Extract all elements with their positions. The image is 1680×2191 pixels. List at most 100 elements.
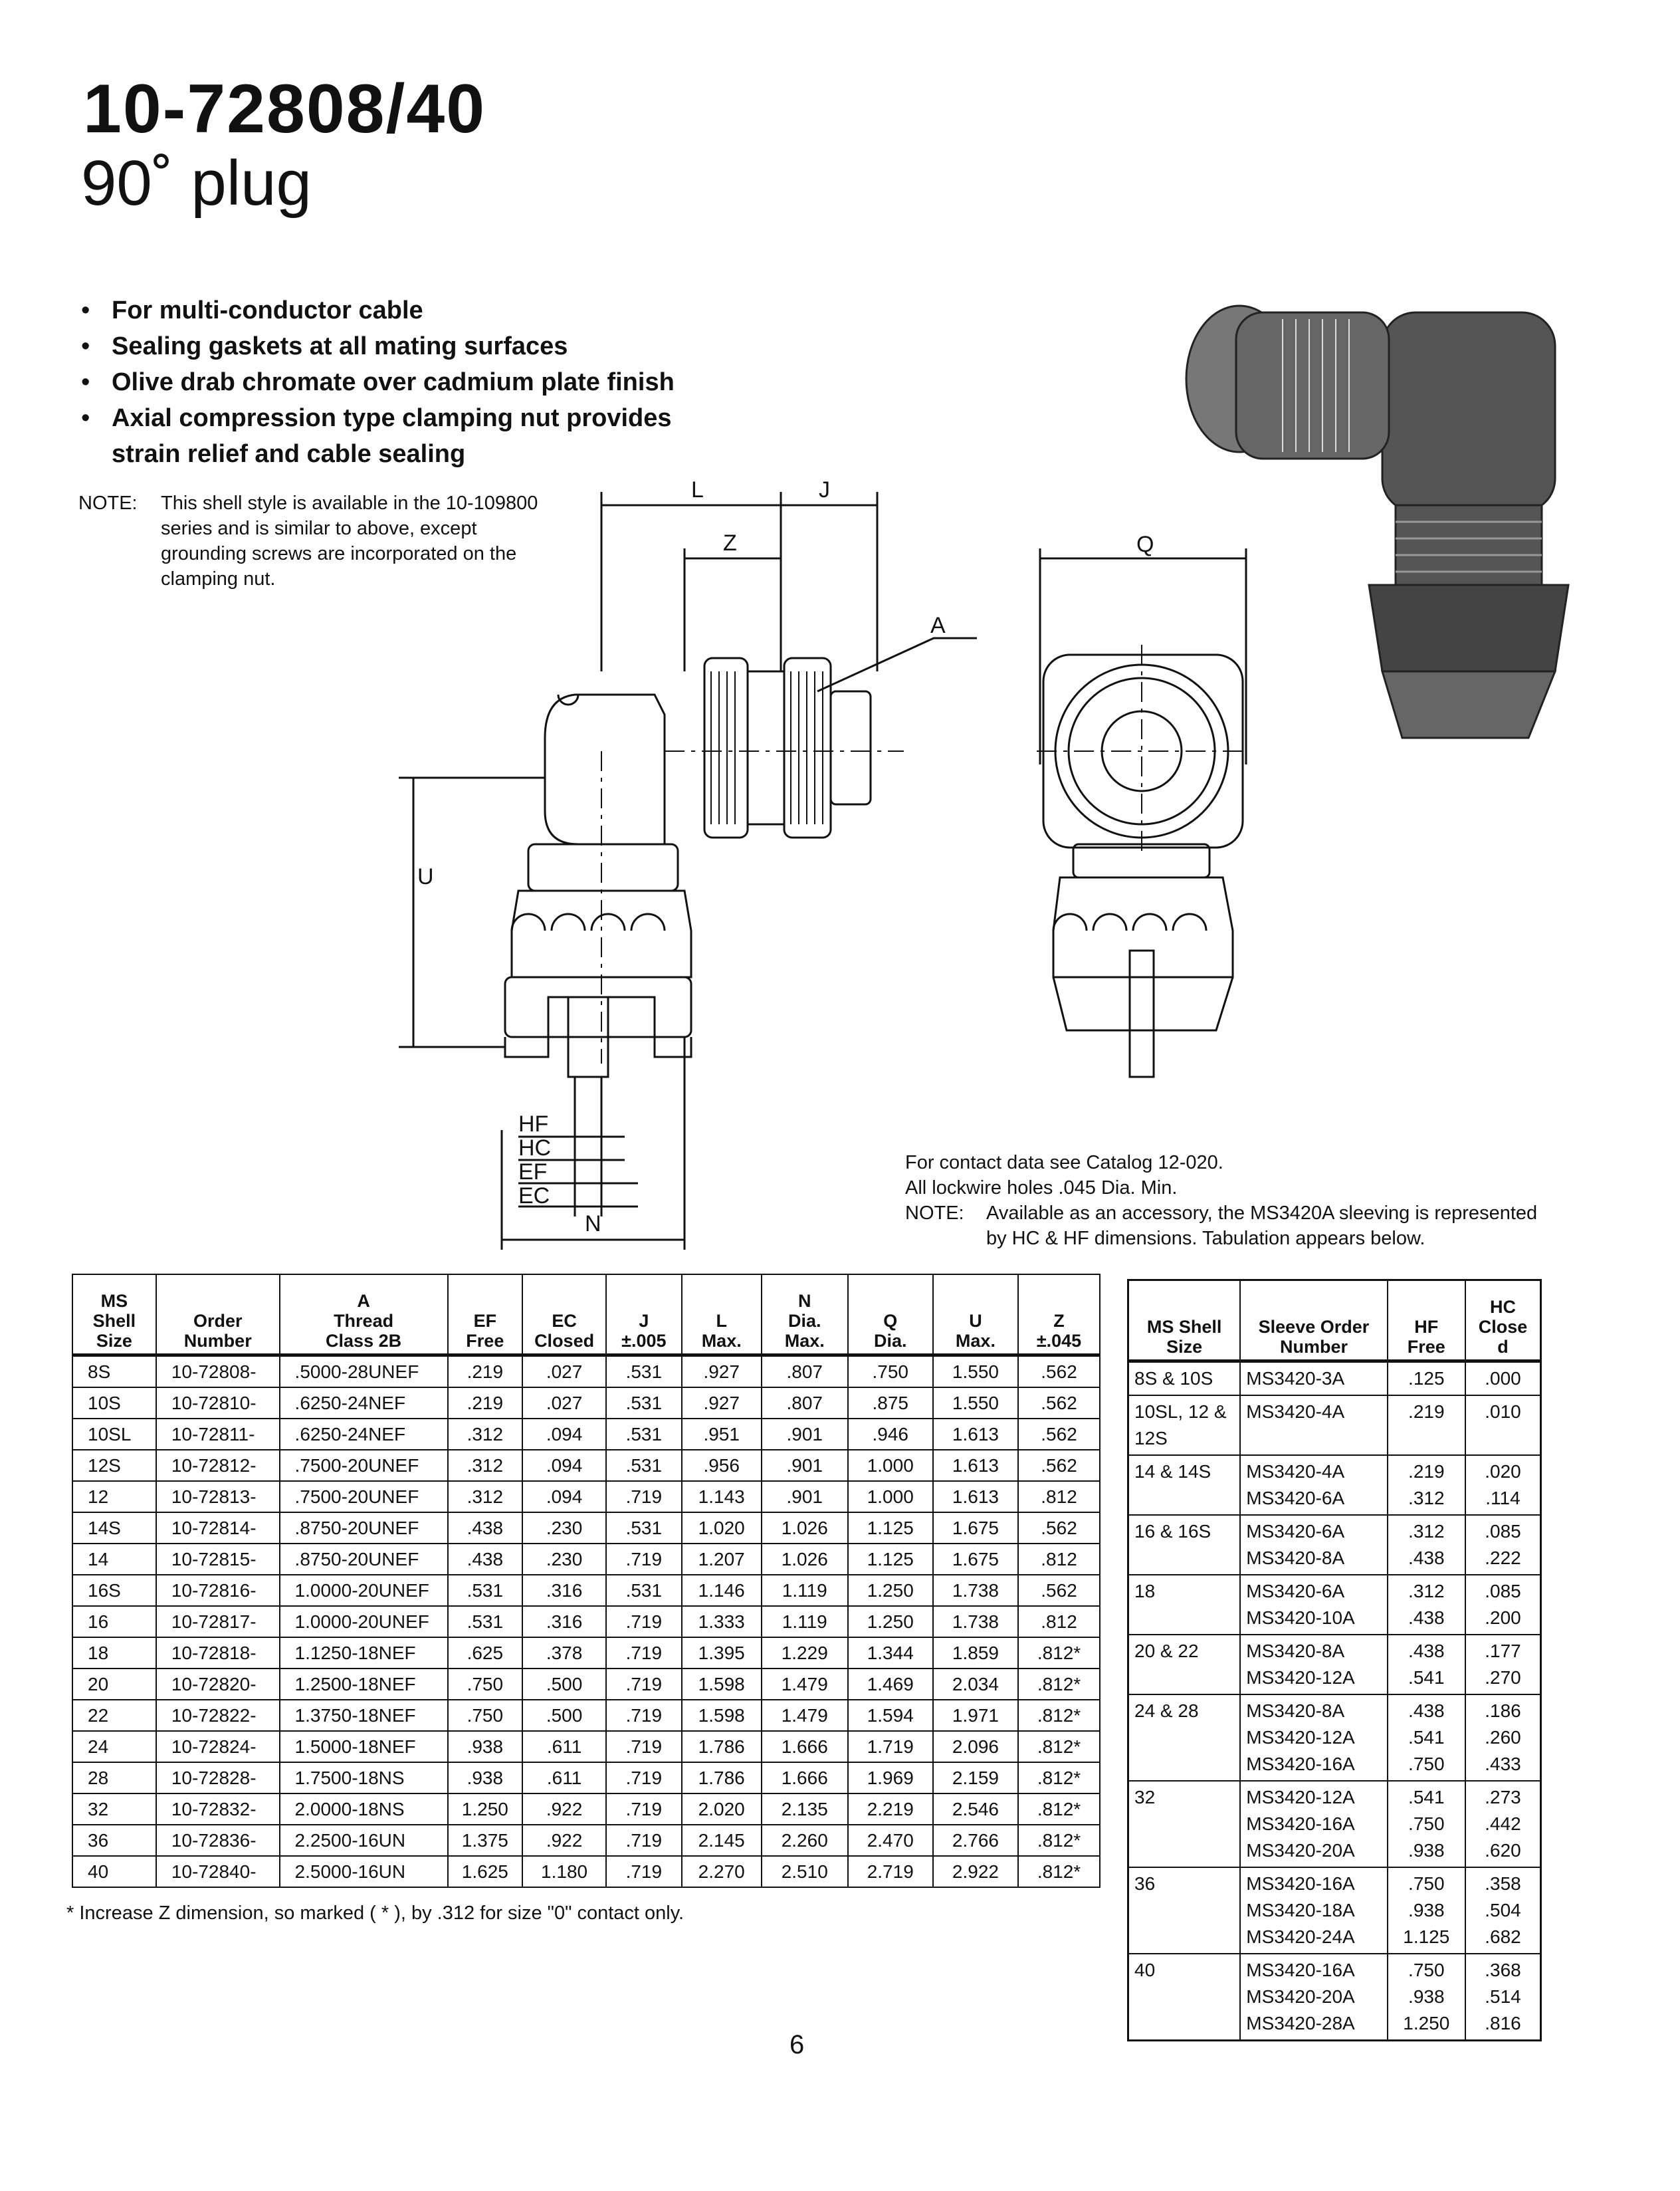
table-cell: .7500-20UNEF: [278, 1449, 449, 1482]
cell-line: MS3420-6A: [1246, 1521, 1345, 1542]
table-cell: .531: [605, 1449, 682, 1482]
table-cell: 1.598: [681, 1699, 762, 1732]
shell-size-cell: 18: [1127, 1574, 1241, 1635]
hc-cell: .085.200: [1464, 1574, 1542, 1635]
cell-line: .114: [1485, 1488, 1521, 1508]
table-cell: 1.550: [932, 1387, 1019, 1419]
hf-cell: .219: [1386, 1395, 1466, 1456]
cell-line: .312: [1408, 1521, 1445, 1542]
table-cell: .812*: [1017, 1824, 1101, 1857]
table-cell: .531: [605, 1354, 682, 1388]
page-number: 6: [789, 2030, 805, 2059]
cell-line: .020: [1485, 1461, 1521, 1482]
cell-line: MS3420-4A: [1246, 1401, 1345, 1422]
hc-cell: .273.442.620: [1464, 1780, 1542, 1868]
table-cell: 2.260: [760, 1824, 849, 1857]
header-line: Sleeve Order: [1258, 1317, 1370, 1337]
header-line: Thread: [334, 1311, 394, 1331]
numbers-cell: MS3420-3A: [1239, 1360, 1388, 1396]
table-cell: .938: [447, 1762, 524, 1794]
table-cell: .500: [522, 1699, 607, 1732]
cell-line: MS3420-8A: [1246, 1700, 1345, 1721]
hf-cell: .312.438: [1386, 1574, 1466, 1635]
table-cell: .562: [1017, 1574, 1101, 1607]
header-line: Number: [183, 1331, 252, 1351]
hc-cell: .358.504.682: [1464, 1867, 1542, 1954]
hc-cell: .000: [1464, 1360, 1542, 1396]
header-line: MS Shell: [1146, 1317, 1222, 1337]
cell-line: MS3420-28A: [1246, 2013, 1355, 2033]
cell-line: .312: [1408, 1581, 1445, 1601]
cell-line: MS3420-6A: [1246, 1581, 1345, 1601]
table-cell: .946: [847, 1418, 934, 1450]
table-cell: 1.2500-18NEF: [278, 1668, 449, 1700]
cell-line: .219: [1408, 1461, 1445, 1482]
table-cell: .812*: [1017, 1855, 1101, 1888]
shell-size-cell: 20 & 22: [1127, 1634, 1241, 1695]
table-cell: .719: [605, 1699, 682, 1732]
table-cell: .719: [605, 1855, 682, 1888]
cell-line: .000: [1485, 1368, 1521, 1389]
table-cell: .625: [447, 1637, 524, 1669]
table-cell: .875: [847, 1387, 934, 1419]
table-cell: .8750-20UNEF: [278, 1512, 449, 1544]
table-cell: 36: [72, 1824, 157, 1857]
header-line: d: [1497, 1337, 1509, 1357]
table-cell: 2.470: [847, 1824, 934, 1857]
cell-line: .514: [1485, 1986, 1521, 2007]
table-cell: .094: [522, 1449, 607, 1482]
elbow-body: [544, 693, 666, 846]
cell-line: .438: [1408, 1641, 1445, 1661]
table-cell: .5000-28UNEF: [278, 1354, 449, 1388]
table-cell: 10-72811-: [155, 1418, 280, 1450]
table-cell: .027: [522, 1354, 607, 1388]
connector-photo: [1185, 304, 1570, 739]
table-cell: .719: [605, 1543, 682, 1575]
table-cell: 1.613: [932, 1418, 1019, 1450]
table-cell: 10S: [72, 1387, 157, 1419]
header-line: Free: [1407, 1337, 1445, 1357]
table-cell: .562: [1017, 1449, 1101, 1482]
numbers-cell: MS3420-4A: [1239, 1395, 1388, 1456]
table-cell: 28: [72, 1762, 157, 1794]
header-line: N: [798, 1291, 811, 1311]
table-cell: 1.666: [760, 1762, 849, 1794]
table-cell: 2.719: [847, 1855, 934, 1888]
shell-size-cell: 10SL, 12 & 12S: [1127, 1395, 1241, 1456]
table-cell: .438: [447, 1512, 524, 1544]
hc-cell: .010: [1464, 1395, 1542, 1456]
table-cell: 10-72817-: [155, 1605, 280, 1638]
cell-line: .938: [1408, 1840, 1445, 1861]
cell-line: MS3420-16A: [1246, 1873, 1355, 1894]
cell-line: .368: [1485, 1960, 1521, 1980]
cell-line: .442: [1485, 1813, 1521, 1834]
cell-line: MS3420-8A: [1246, 1641, 1345, 1661]
table-cell: 2.510: [760, 1855, 849, 1888]
table-cell: .719: [605, 1637, 682, 1669]
header-line: Z: [1053, 1311, 1065, 1331]
shell-size-cell: 36: [1127, 1867, 1241, 1954]
cell-line: .816: [1485, 2013, 1521, 2033]
header-line: ±.005: [621, 1331, 667, 1351]
table-cell: .531: [605, 1574, 682, 1607]
feature-item: For multi-conductor cable: [73, 292, 711, 328]
